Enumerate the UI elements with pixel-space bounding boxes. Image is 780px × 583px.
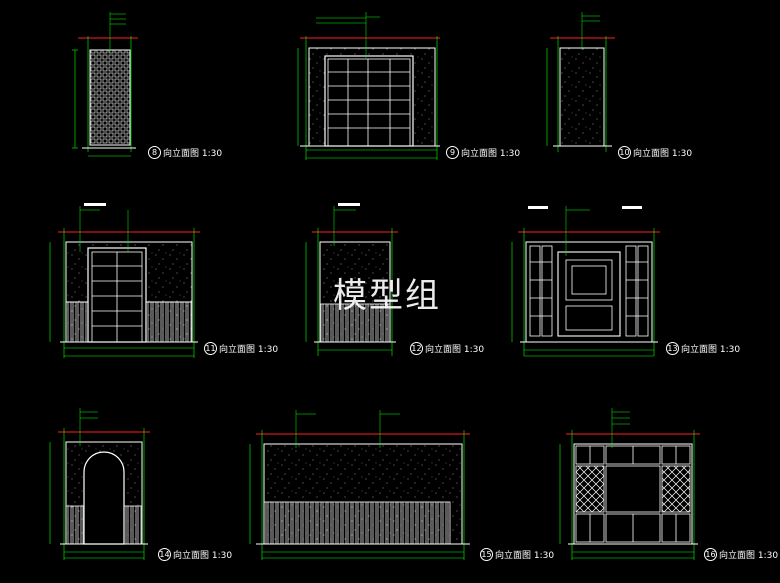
elevation-12 (305, 203, 398, 356)
caption-number: 12 (410, 342, 423, 355)
elevation-11 (49, 203, 200, 358)
caption-number: 8 (148, 146, 161, 159)
elevation-9 (297, 12, 440, 160)
caption-text: 向立面图 1:30 (681, 345, 741, 355)
caption-number: 11 (204, 342, 217, 355)
elevation-13 (511, 206, 660, 357)
caption-text: 向立面图 1:30 (495, 551, 555, 561)
caption-text: 向立面图 1:30 (163, 149, 223, 159)
caption-text: 向立面图 1:30 (219, 345, 279, 355)
caption-text: 向立面图 1:30 (719, 551, 779, 561)
caption-text: 向立面图 1:30 (461, 149, 521, 159)
caption-text: 向立面图 1:30 (425, 345, 485, 355)
caption-number: 14 (158, 548, 171, 561)
elevation-16 (559, 408, 700, 560)
watermark-text: 模型组 (333, 276, 441, 316)
elevation-15 (249, 410, 470, 560)
elevation-10 (546, 12, 615, 152)
caption-number: 10 (618, 146, 631, 159)
caption-text: 向立面图 1:30 (633, 149, 693, 159)
elevation-14 (49, 408, 150, 560)
caption-number: 15 (480, 548, 493, 561)
caption-number: 9 (446, 146, 459, 159)
elevation-8 (72, 12, 138, 157)
caption-number: 13 (666, 342, 679, 355)
caption-text: 向立面图 1:30 (173, 551, 233, 561)
caption-number: 16 (704, 548, 717, 561)
